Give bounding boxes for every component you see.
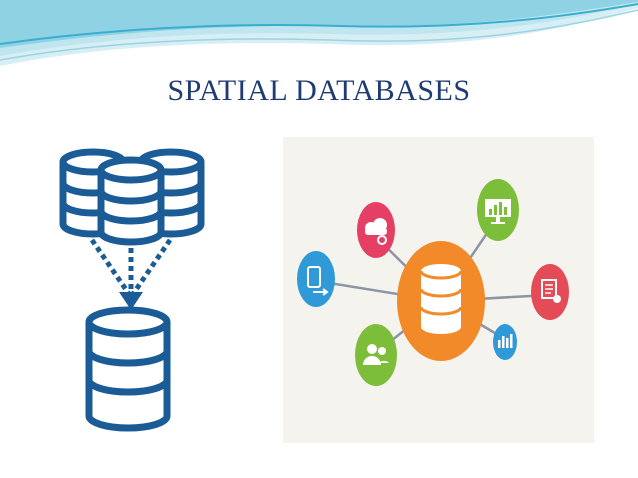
database-icon (85, 306, 171, 432)
database-hub-illustration (283, 137, 594, 443)
mobile-transfer-icon (297, 251, 335, 307)
database-icon (397, 241, 485, 361)
users-icon (355, 324, 397, 386)
report-gear-icon (531, 264, 569, 320)
cloud-gear-icon (357, 202, 395, 258)
slide-title: SPATIAL DATABASES (167, 74, 471, 107)
database-merge-illustration (34, 144, 220, 436)
chart-icon (493, 324, 517, 360)
database-icon (101, 160, 161, 242)
arrow-merge-icon (89, 238, 173, 310)
database-hub-svg (297, 179, 569, 386)
monitor-chart-icon (477, 179, 519, 241)
database-merge-svg (34, 144, 220, 432)
header-wave-decoration (0, 0, 638, 66)
